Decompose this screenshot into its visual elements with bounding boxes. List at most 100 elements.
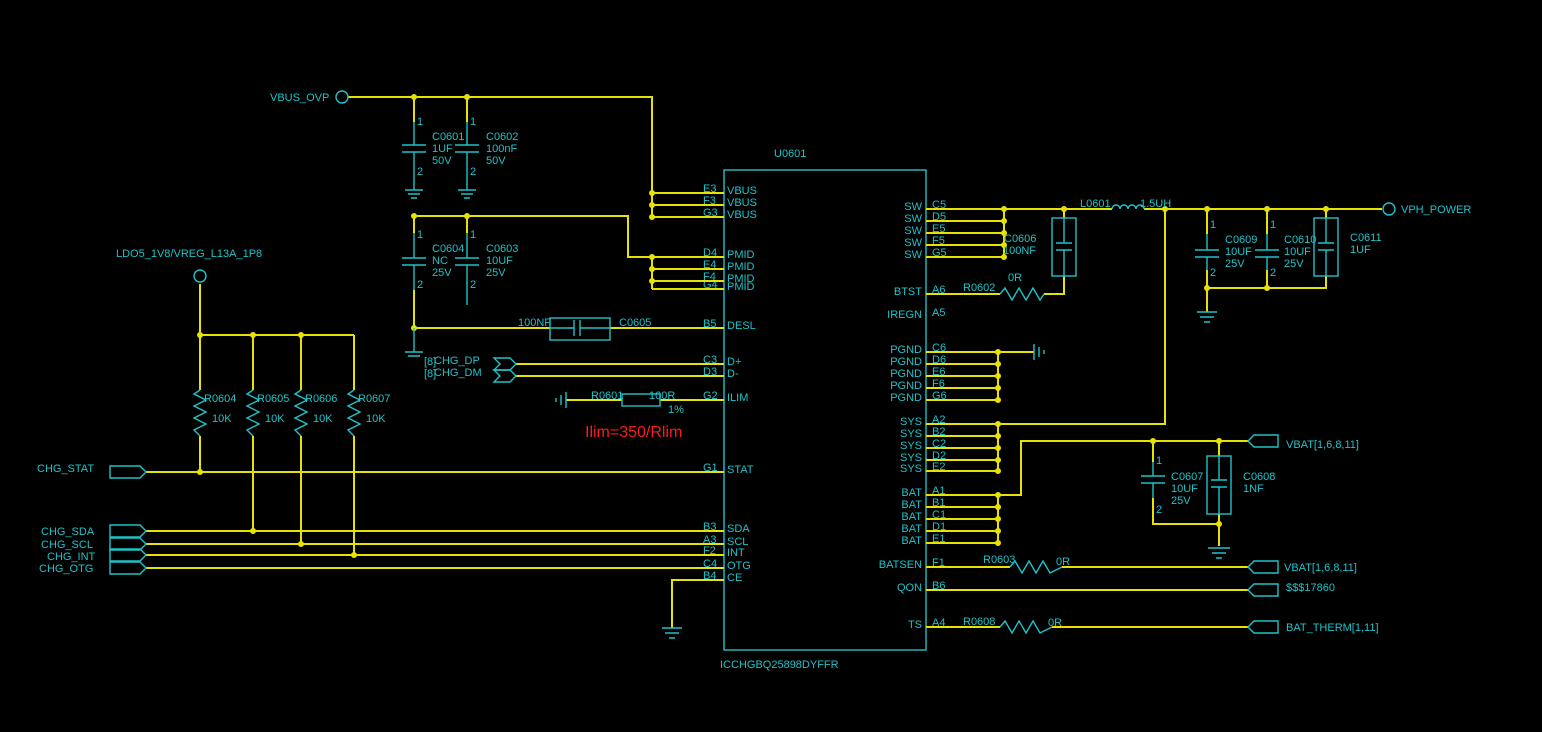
ic-pin-name: SW bbox=[904, 237, 922, 249]
c0605-ref: C0605 bbox=[619, 317, 651, 329]
r0601-val: 100R bbox=[649, 390, 675, 402]
r0607-val: 10K bbox=[366, 413, 386, 425]
ic-pin-name: SW bbox=[904, 213, 922, 225]
ic-pin-name: ILIM bbox=[727, 392, 748, 404]
ic-pin-name: PMID bbox=[727, 249, 755, 261]
ic-pin-name: VBUS bbox=[727, 197, 757, 209]
net-ldo: LDO5_1V8/VREG_L13A_1P8 bbox=[116, 248, 262, 260]
ic-pin-name: SYS bbox=[900, 416, 922, 428]
cap-pin2-label: 2 bbox=[417, 279, 423, 291]
c0608-val: 1NF bbox=[1243, 483, 1264, 495]
cap-pin2-label: 2 bbox=[470, 279, 476, 291]
r0608-val: 0R bbox=[1048, 617, 1062, 629]
ic-pin-name: SW bbox=[904, 249, 922, 261]
c0608-ref: C0608 bbox=[1243, 471, 1275, 483]
ic-pin-name: SYS bbox=[900, 463, 922, 475]
ic-pin-name: PMID bbox=[727, 261, 755, 273]
net-vph-power: VPH_POWER bbox=[1401, 204, 1471, 216]
cap-pin1-label: 1 bbox=[1270, 219, 1276, 231]
c0603-volt: 25V bbox=[486, 267, 506, 279]
c0604-ref: C0604 bbox=[432, 243, 464, 255]
ic-pin-name: BAT bbox=[901, 535, 922, 547]
resistor-symbols bbox=[192, 286, 1063, 635]
ic-pin-name: SYS bbox=[900, 440, 922, 452]
ic-pin-name: PGND bbox=[890, 380, 922, 392]
cap-pin1-label: 1 bbox=[1210, 219, 1216, 231]
c0601-ref: C0601 bbox=[432, 131, 464, 143]
r0602-val: 0R bbox=[1008, 272, 1022, 284]
c0602-volt: 50V bbox=[486, 155, 506, 167]
cap-pin2-label: 2 bbox=[1210, 267, 1216, 279]
ic-pin-name: BTST bbox=[894, 286, 922, 298]
net-dp-ref: [8] bbox=[424, 356, 436, 368]
r0602-ref: R0602 bbox=[963, 282, 995, 294]
ic-pin-name: DESL bbox=[727, 320, 756, 332]
ic-pin-name: IREGN bbox=[887, 309, 922, 321]
ic-pin-name: CE bbox=[727, 572, 742, 584]
r0604-ref: R0604 bbox=[204, 393, 236, 405]
c0611-val: 1UF bbox=[1350, 244, 1371, 256]
ic-pin-name: OTG bbox=[727, 560, 751, 572]
c0610-volt: 25V bbox=[1284, 258, 1304, 270]
ic-pin-name: SCL bbox=[727, 536, 748, 548]
r0601-tol: 1% bbox=[668, 404, 684, 416]
r0608-ref: R0608 bbox=[963, 616, 995, 628]
ic-pin-name: PGND bbox=[890, 356, 922, 368]
c0603-ref: C0603 bbox=[486, 243, 518, 255]
net-qon: $$$17860 bbox=[1286, 582, 1335, 594]
c0601-val: 1UF bbox=[432, 143, 453, 155]
ic-ref: U0601 bbox=[774, 148, 806, 160]
r0607-ref: R0607 bbox=[358, 393, 390, 405]
c0601-volt: 50V bbox=[432, 155, 452, 167]
ic-pin-name: PGND bbox=[890, 344, 922, 356]
ic-pin-name: PMID bbox=[727, 281, 755, 293]
c0610-val: 10UF bbox=[1284, 246, 1311, 258]
l0601-val: 1.5UH bbox=[1140, 198, 1171, 210]
ic-pin-name: BAT bbox=[901, 523, 922, 535]
c0604-volt: 25V bbox=[432, 267, 452, 279]
ic-pin-name: D+ bbox=[727, 356, 741, 368]
net-dm-ref: [8] bbox=[424, 368, 436, 380]
ic-pin-number: A5 bbox=[932, 307, 945, 319]
ic-pin-name: BATSEN bbox=[879, 559, 922, 571]
c0606-val: 100NF bbox=[1003, 245, 1036, 257]
cap-pin1-label: 1 bbox=[470, 116, 476, 128]
ic-pin-name: SDA bbox=[727, 523, 750, 535]
r0605-ref: R0605 bbox=[257, 393, 289, 405]
ic-pin-name: VBUS bbox=[727, 185, 757, 197]
cap-pin2-label: 2 bbox=[417, 166, 423, 178]
ic-pin-name: INT bbox=[727, 547, 745, 559]
net-vbat-1: VBAT[1,6,8,11] bbox=[1286, 439, 1359, 451]
ic-pin-name: BAT bbox=[901, 499, 922, 511]
cap-pin1-label: 1 bbox=[417, 229, 423, 241]
r0601-ref: R0601 bbox=[591, 390, 623, 402]
net-chg-scl: CHG_SCL bbox=[41, 539, 93, 551]
inductor-symbol bbox=[1111, 204, 1145, 210]
ic-pin-name: SW bbox=[904, 201, 922, 213]
net-vbat-2: VBAT[1,6,8,11] bbox=[1284, 562, 1357, 574]
r0606-val: 10K bbox=[313, 413, 333, 425]
ilim-note: Ilim=350/Rlim bbox=[585, 424, 682, 441]
c0607-val: 10UF bbox=[1171, 483, 1198, 495]
cap-pin2-label: 2 bbox=[1270, 267, 1276, 279]
c0603-val: 10UF bbox=[486, 255, 513, 267]
ic-pin-name: BAT bbox=[901, 487, 922, 499]
capacitor-symbols bbox=[402, 122, 1339, 515]
port-connectors bbox=[109, 90, 1396, 634]
ground-icons bbox=[555, 311, 1230, 639]
labels: VBUS_OVP LDO5_1V8/VREG_L13A_1P8 VPH_POWE… bbox=[37, 92, 1471, 634]
r0606-ref: R0606 bbox=[305, 393, 337, 405]
c0606-ref: C0606 bbox=[1004, 233, 1036, 245]
c0607-volt: 25V bbox=[1171, 495, 1191, 507]
net-chg-otg: CHG_OTG bbox=[39, 563, 93, 575]
ic-pin-name: D- bbox=[727, 368, 739, 380]
ic-pin-name: PGND bbox=[890, 368, 922, 380]
ic-pin-name: SYS bbox=[900, 428, 922, 440]
c0607-ref: C0607 bbox=[1171, 471, 1203, 483]
ic-part: ICCHGBQ25898DYFFR bbox=[720, 659, 839, 671]
c0611-ref: C0611 bbox=[1350, 232, 1382, 244]
ic-pin-name: VBUS bbox=[727, 209, 757, 221]
ic-pin-name: PGND bbox=[890, 392, 922, 404]
ic-pin-name: SW bbox=[904, 225, 922, 237]
c0609-volt: 25V bbox=[1225, 258, 1245, 270]
